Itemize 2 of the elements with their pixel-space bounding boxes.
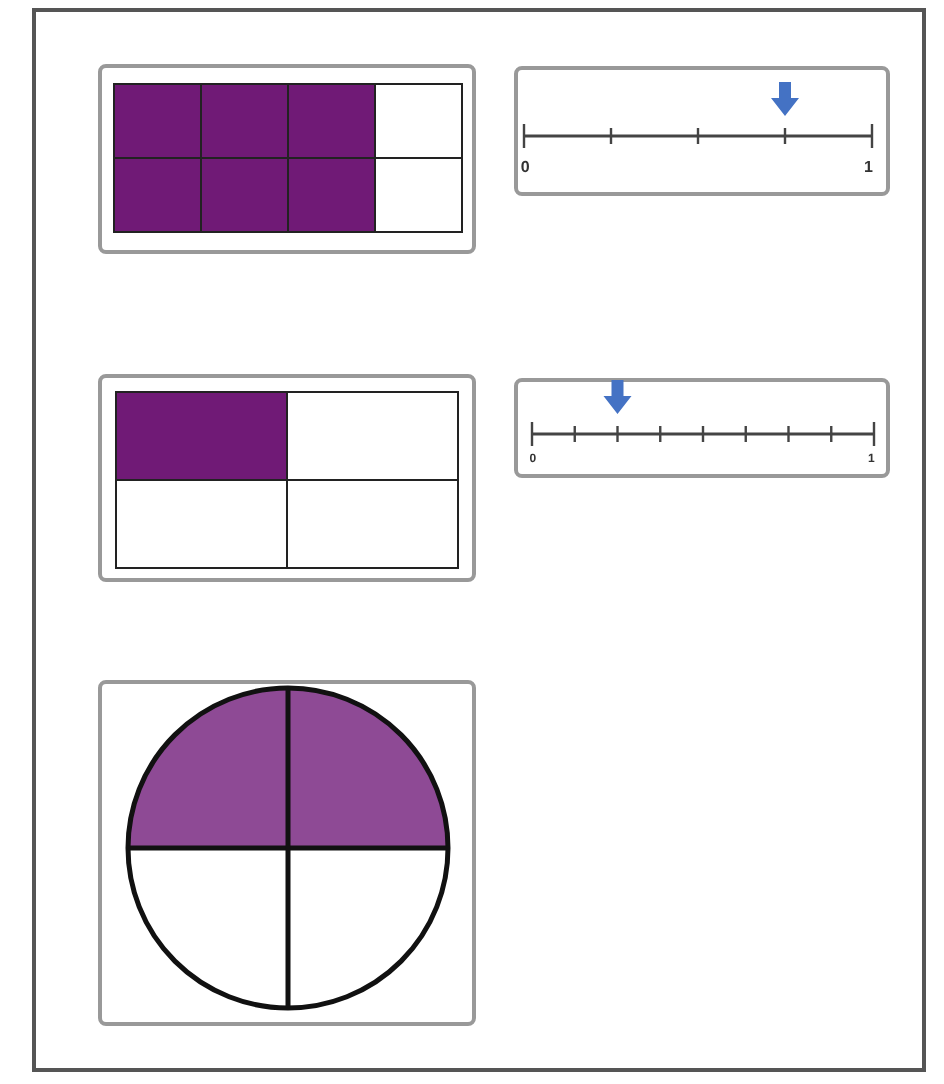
tick-label: 0 — [520, 160, 530, 176]
tick-label: 1 — [864, 160, 873, 176]
